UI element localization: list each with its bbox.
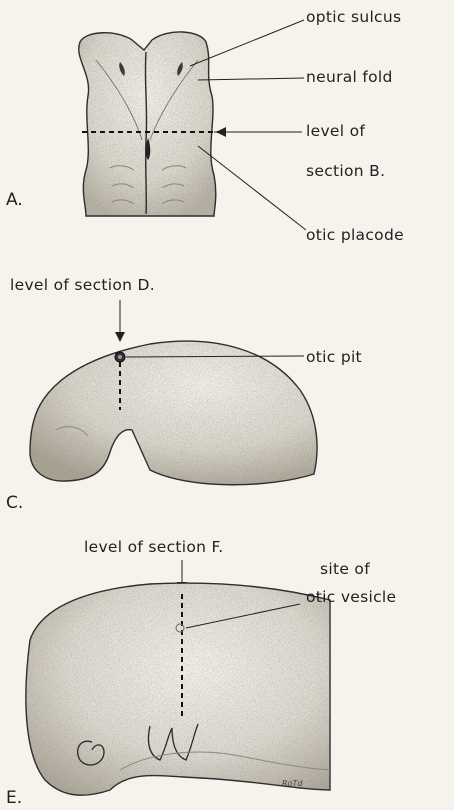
artist-signature: RoTd: [282, 779, 303, 788]
level-of-section-f-label: level of section F.: [84, 538, 223, 556]
level-of-label: level of: [306, 122, 365, 140]
panel-a-figure: [70, 25, 230, 225]
neural-fold-label: neural fold: [306, 68, 393, 86]
panel-e-label: E.: [6, 788, 22, 808]
otic-pit-label: otic pit: [306, 348, 362, 366]
section-d-arrowhead: [115, 332, 125, 342]
optic-sulcus-label: optic sulcus: [306, 8, 401, 26]
panel-c-label: C.: [6, 493, 23, 513]
panel-a-label: A.: [6, 190, 23, 210]
otic-vesicle-label: otic vesicle: [306, 588, 396, 606]
panel-c-figure: [25, 330, 325, 495]
level-of-section-d-label: level of section D.: [10, 276, 155, 294]
section-b-arrowhead: [216, 127, 226, 137]
otic-placode-label: otic placode: [306, 226, 404, 244]
site-of-label: site of: [320, 560, 370, 578]
section-b-label: section B.: [306, 162, 385, 180]
panel-e-figure: [20, 575, 335, 805]
